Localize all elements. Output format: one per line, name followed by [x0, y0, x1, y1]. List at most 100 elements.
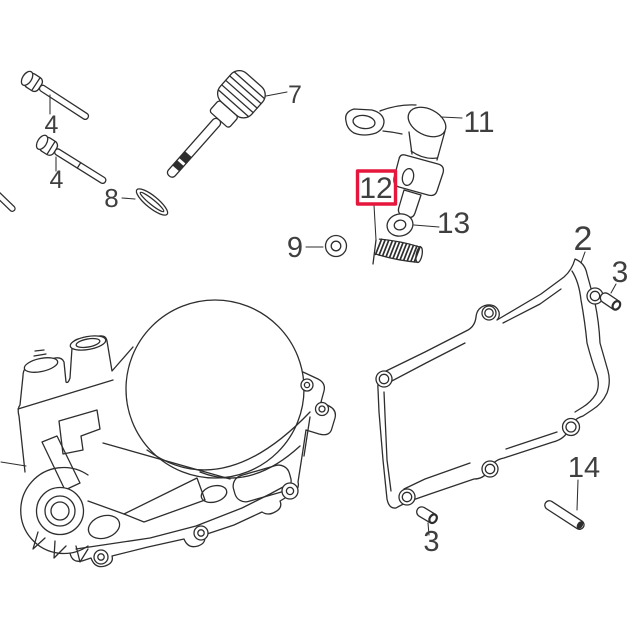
leader-line	[373, 204, 377, 241]
part-number-8[interactable]: 8	[104, 183, 118, 213]
cover-right-bosses	[302, 371, 337, 457]
pump-ring-outer	[35, 486, 85, 536]
bolt-hole	[97, 553, 105, 561]
cover-flange-inner	[75, 486, 284, 550]
label-group-seal[interactable]: 8	[104, 183, 136, 213]
oil-spout-left-stud	[33, 349, 47, 357]
part-number-12[interactable]: 12	[359, 172, 392, 205]
bolt-hole	[93, 549, 109, 565]
oil-spout-left-opening	[23, 357, 59, 373]
cover-rib-strip	[41, 435, 81, 491]
label-group-lever[interactable]: 11	[440, 106, 495, 139]
part-number-13[interactable]: 13	[437, 207, 470, 240]
dipstick-level-band	[178, 151, 192, 164]
bolt-hole	[481, 460, 499, 478]
dipstick-cap-ribs	[218, 71, 265, 117]
spring-coil-end	[415, 246, 423, 264]
lever-eyelet-hole	[352, 114, 376, 130]
washer-outer	[324, 234, 348, 258]
cover-oval-cutout	[87, 514, 121, 540]
lever-collar-hole	[401, 167, 415, 187]
label-group-dipstick[interactable]: 7	[265, 81, 302, 109]
highlight-box-12	[355, 169, 398, 206]
part-number-7[interactable]: 7	[288, 81, 302, 109]
label-group-washer-small[interactable]: 9	[287, 232, 324, 264]
bolt-hole	[378, 373, 390, 385]
oil-spout-right-opening	[69, 335, 107, 351]
pin-oring	[428, 513, 438, 525]
part-number-2[interactable]: 2	[574, 220, 593, 258]
label-group-pin-lower[interactable]: 3	[423, 522, 440, 558]
cover-rim-arc-inner	[199, 445, 301, 479]
pump-ring-middle	[44, 495, 76, 527]
bolt-hole	[401, 491, 413, 503]
leader-line	[576, 479, 579, 511]
part-number-14[interactable]: 14	[568, 452, 600, 484]
part-dipstick	[166, 69, 266, 178]
spring-end-wire	[372, 239, 377, 265]
leader-line	[580, 251, 586, 264]
bolt-hole	[375, 370, 393, 388]
spring-coil-hatching	[374, 238, 421, 263]
cover-panel-notch	[58, 409, 101, 455]
dipstick-level-band	[172, 160, 184, 172]
part-number-4-lower[interactable]: 4	[50, 166, 64, 194]
gasket-inner-edge	[383, 270, 599, 492]
washer-hole	[330, 240, 342, 252]
cover-ledge-line	[17, 379, 114, 410]
crankcase-cover	[0, 299, 337, 568]
leader-line	[610, 283, 617, 294]
dipstick-shaft	[166, 117, 222, 178]
part-number-9[interactable]: 9	[287, 232, 303, 264]
bolt-hole	[565, 421, 577, 433]
bolt-head-face	[20, 70, 34, 86]
label-group-spring[interactable]: 12	[355, 169, 398, 241]
leader-line	[121, 197, 136, 200]
pump-to-facet-line	[87, 500, 125, 515]
seal-outer	[135, 188, 169, 216]
bolt-hole	[561, 417, 581, 437]
part-number-11[interactable]: 11	[463, 106, 494, 139]
bolt-thread-line	[76, 162, 82, 169]
seal-inner	[139, 191, 165, 213]
bolt-hole	[484, 308, 494, 318]
bolt-hole	[589, 290, 601, 302]
part-washer-flat	[386, 213, 414, 237]
pump-ring-inner	[50, 501, 70, 521]
part-number-4-upper[interactable]: 4	[45, 111, 59, 139]
pin-oring	[611, 300, 622, 311]
bolt-hole	[197, 529, 205, 537]
bolt-hole	[484, 463, 496, 475]
bolt-hole	[481, 305, 497, 321]
part-gasket	[375, 258, 610, 509]
leader-line	[413, 224, 440, 228]
lever-cylinder-sides	[408, 130, 446, 161]
label-group-gasket[interactable]: 2	[574, 220, 593, 264]
label-group-pin-upper[interactable]: 3	[610, 256, 629, 294]
bolt-head-face	[35, 134, 49, 151]
part-dowel-pin	[544, 500, 585, 530]
pump-fins	[32, 531, 89, 563]
lever-eyelet	[345, 108, 385, 136]
cover-small-blob	[200, 484, 228, 504]
part-pin-lower	[416, 506, 438, 525]
lever-arm-top-edge	[379, 104, 417, 112]
label-group-washer-flat[interactable]: 13	[413, 207, 470, 240]
bolt-hole	[300, 378, 314, 392]
clutch-boss-circle	[125, 299, 305, 479]
label-group-bolt-lower[interactable]: 4	[50, 156, 64, 194]
cover-flange-outer	[69, 429, 307, 568]
part-number-3-upper[interactable]: 3	[612, 256, 629, 289]
lever-collar	[393, 154, 445, 197]
leader-line	[427, 522, 430, 536]
bolt-hole	[285, 486, 295, 496]
part-seal	[135, 188, 169, 216]
label-group-dowel-pin[interactable]: 14	[568, 452, 600, 511]
part-number-3-lower[interactable]: 3	[423, 526, 439, 558]
label-group-bolt-upper[interactable]: 4	[45, 94, 59, 139]
gasket-bolt-holes	[375, 287, 604, 506]
part-washer-small	[324, 234, 348, 258]
cover-facet-triangle	[123, 477, 206, 523]
